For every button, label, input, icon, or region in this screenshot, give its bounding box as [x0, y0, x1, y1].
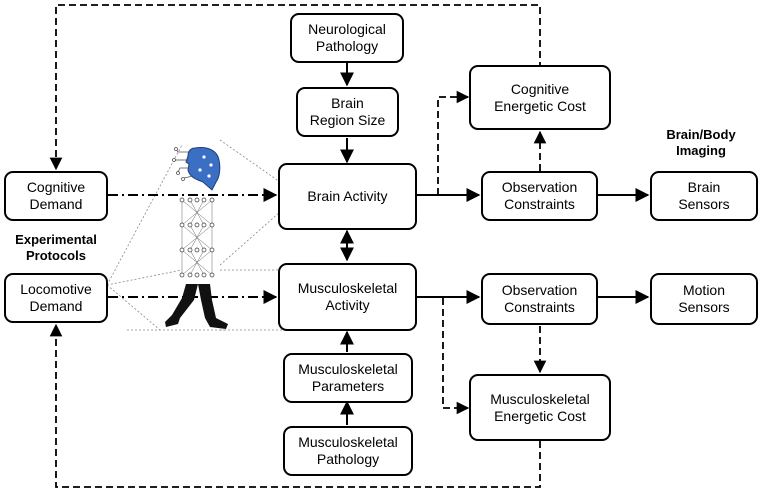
box-line: Sensors — [678, 299, 730, 315]
feedback-loop — [49, 4, 547, 488]
motion-sensors-box: Motion Sensors — [650, 273, 758, 325]
brain-body-imaging-label: Brain/Body Imaging — [655, 127, 747, 159]
box-line: Brain — [687, 179, 721, 195]
label-line: Experimental — [15, 232, 97, 247]
box-line: Constraints — [504, 299, 575, 315]
musculoskeletal-activity-box: Musculoskeletal Activity — [278, 263, 417, 331]
box-line: Constraints — [504, 196, 575, 212]
box-line: Musculoskeletal — [298, 361, 398, 377]
box-line: Energetic Cost — [494, 407, 586, 424]
box-line: Brain Activity — [307, 188, 388, 204]
box-line: Observation — [501, 179, 578, 195]
box-line: Musculoskeletal — [298, 434, 398, 450]
box-line: Pathology — [315, 38, 379, 54]
box-line: Cognitive — [510, 80, 570, 97]
brain-region-size-box: Brain Region Size — [296, 87, 399, 137]
box-line: Cognitive — [26, 179, 86, 195]
box-line: Musculoskeletal — [490, 390, 590, 407]
box-line: Demand — [29, 196, 83, 212]
cognitive-demand-box: Cognitive Demand — [4, 171, 108, 221]
locomotive-demand-box: Locomotive Demand — [4, 273, 108, 323]
box-line: Demand — [29, 298, 83, 314]
box-line: Observation — [501, 282, 578, 298]
observation-constraints-brain-box: Observation Constraints — [481, 171, 598, 221]
label-line: Brain/Body — [666, 127, 736, 142]
brain-sensors-box: Brain Sensors — [650, 171, 758, 221]
box-line: Sensors — [678, 196, 730, 212]
box-line: Brain — [331, 95, 364, 111]
observation-constraints-motion-box: Observation Constraints — [481, 273, 598, 325]
box-line: Musculoskeletal — [297, 280, 398, 296]
label-line: Protocols — [26, 248, 86, 263]
musculoskeletal-pathology-box: Musculoskeletal Pathology — [283, 426, 413, 476]
experimental-protocols-label: Experimental Protocols — [4, 232, 108, 264]
cognitive-energetic-cost-box: Cognitive Energetic Cost — [469, 65, 611, 130]
solid-arrows — [340, 63, 650, 425]
box-line: Activity — [325, 297, 370, 313]
neurological-pathology-box: Neurological Pathology — [290, 13, 404, 63]
box-line: Energetic Cost — [494, 97, 586, 114]
box-line: Locomotive — [20, 281, 92, 297]
musculoskeletal-energetic-cost-box: Musculoskeletal Energetic Cost — [469, 374, 611, 441]
box-line: Region Size — [309, 112, 386, 128]
box-line: Motion — [682, 282, 726, 298]
box-line: Parameters — [311, 378, 385, 394]
projection-lines — [106, 139, 285, 331]
box-line: Neurological — [308, 21, 386, 37]
brain-activity-box: Brain Activity — [278, 163, 417, 230]
walking-figure-icon — [165, 147, 228, 329]
box-line: Pathology — [316, 451, 380, 467]
musculoskeletal-parameters-box: Musculoskeletal Parameters — [283, 353, 413, 403]
label-line: Imaging — [676, 143, 726, 158]
